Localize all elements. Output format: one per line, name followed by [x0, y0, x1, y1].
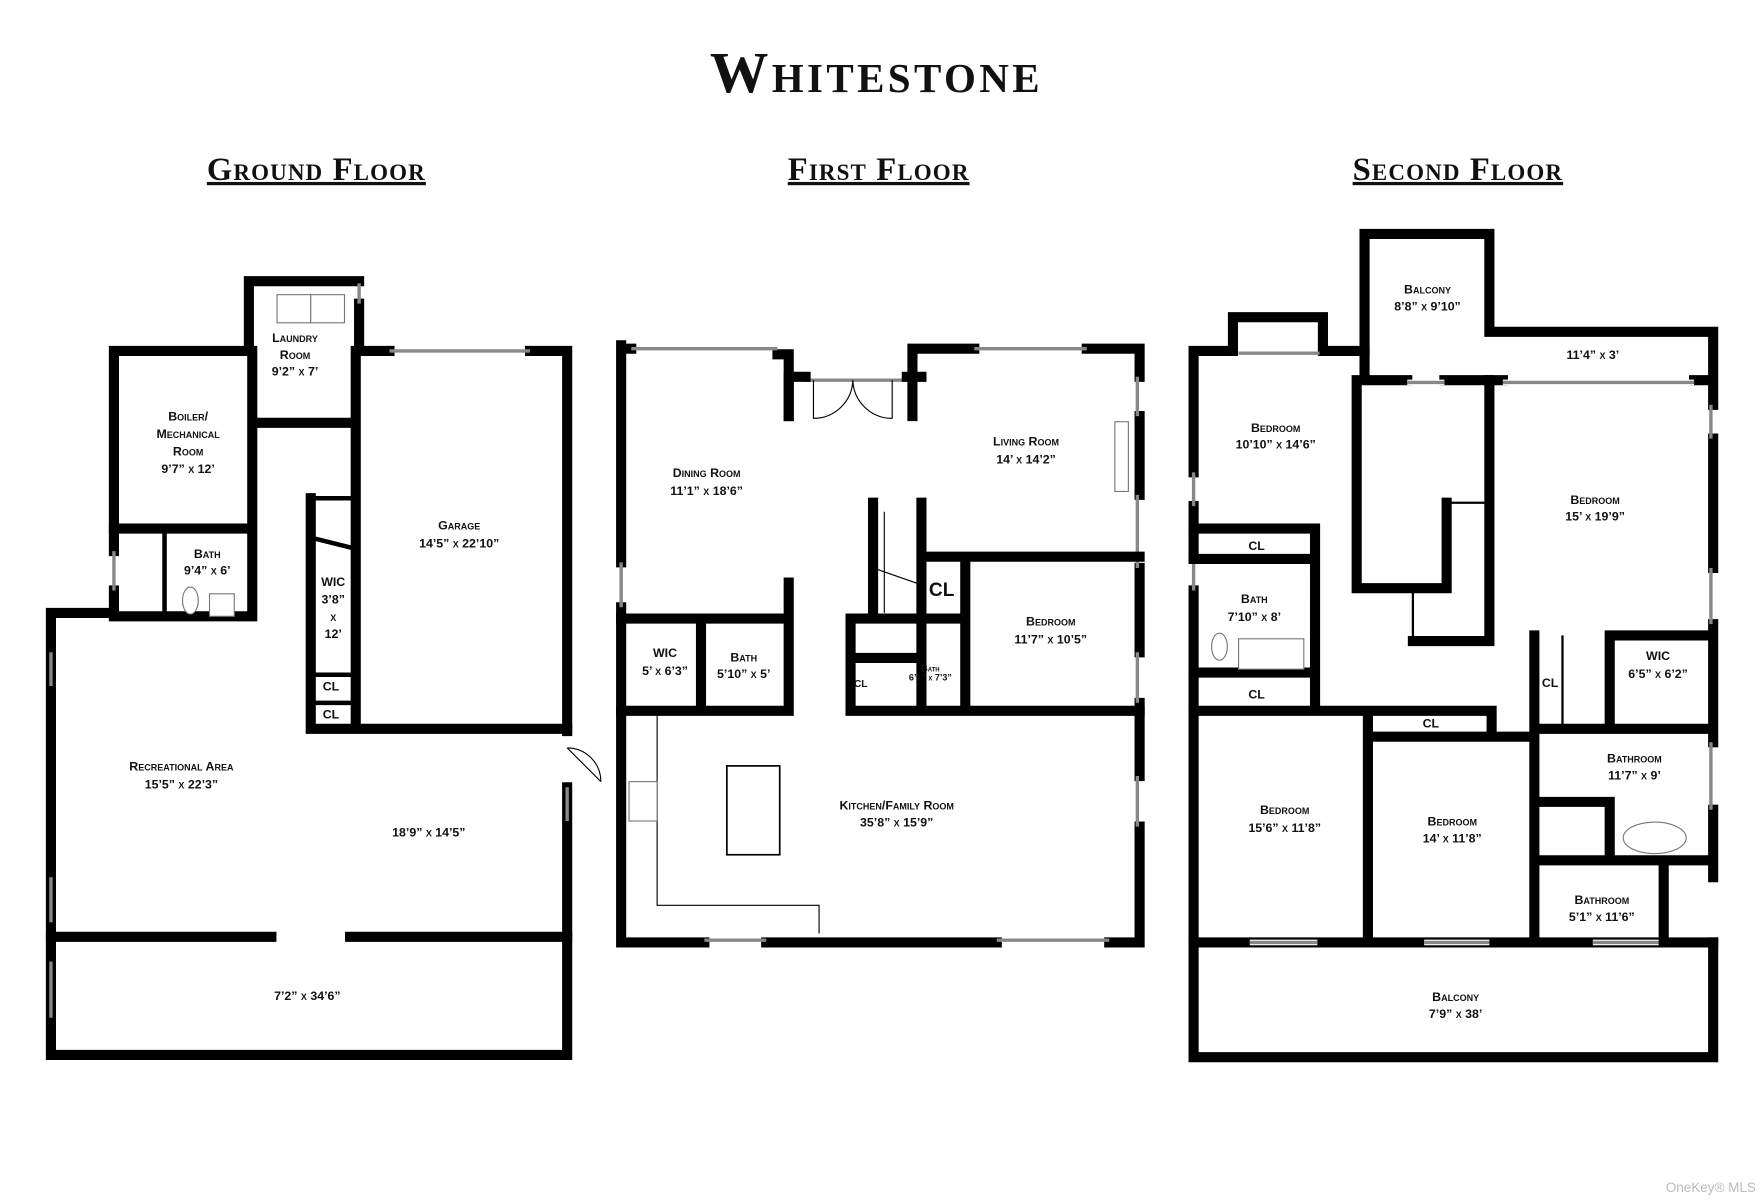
room-label: 3’8”	[322, 592, 345, 606]
room-label: 7’2” x 34’6”	[274, 989, 340, 1003]
room-dimensions: 15’6” x 11’8”	[1248, 821, 1321, 835]
second-floor-heading: Second Floor	[1353, 152, 1564, 188]
room-label: WIC	[1646, 649, 1670, 663]
room-dimensions: 35’8” x 15’9”	[860, 816, 933, 830]
room-label: Balcony	[1432, 990, 1479, 1004]
room-label: Bathroom	[1607, 752, 1662, 766]
room-dimensions: 12’	[325, 627, 342, 641]
room-label: Garage	[438, 519, 480, 533]
watermark: OneKey® MLS	[1666, 1180, 1756, 1195]
room-label: Bath	[921, 663, 939, 673]
room-dimensions: 7’10” x 8’	[1228, 610, 1281, 624]
room-label: CL	[1423, 717, 1440, 731]
room-dimensions: 6’1” x 7’3”	[909, 672, 952, 682]
room-label: Bath	[730, 650, 757, 664]
room-dimensions: 6’5” x 6’2”	[1628, 667, 1688, 681]
room-label: CL	[854, 679, 867, 690]
room-label: Boiler/	[168, 410, 208, 424]
room-label: WIC	[321, 575, 345, 589]
room-dimensions: 9’2” x 7’	[272, 365, 319, 379]
room-label: Room	[173, 444, 203, 458]
room-label: Bathroom	[1574, 893, 1629, 907]
room-dimensions: 11’7” x 10’5”	[1014, 632, 1087, 646]
room-label: Bedroom	[1428, 814, 1477, 828]
room-dimensions: 5’ x 6’3”	[642, 664, 688, 678]
room-label: Room	[280, 348, 310, 362]
room-label: CL	[929, 580, 955, 601]
room-dimensions: 8’8” x 9’10”	[1394, 299, 1460, 313]
room-dimensions: 15’ x 19’9”	[1565, 510, 1625, 524]
room-label: CL	[1542, 676, 1559, 690]
room-label: Bedroom	[1251, 421, 1300, 435]
room-label: WIC	[653, 646, 677, 660]
room-label: CL	[323, 680, 340, 694]
room-dimensions: 11’7” x 9’	[1608, 768, 1661, 782]
room-label: Recreational Area	[129, 759, 234, 773]
room-label: Bath	[194, 547, 221, 561]
room-dimensions: 5’1” x 11’6”	[1569, 910, 1635, 924]
room-dimensions: 10’10” x 14’6”	[1236, 438, 1316, 452]
room-dimensions: 15’5” x 22’3”	[145, 777, 218, 791]
ground-floor-plan	[45, 276, 602, 1060]
room-label: Bath	[1241, 592, 1268, 606]
second-floor-plan	[1188, 228, 1719, 1063]
room-dimensions: 9’7” x 12’	[161, 462, 214, 476]
room-label: 11’4” x 3’	[1566, 348, 1619, 362]
room-dimensions: 11’1” x 18’6”	[670, 484, 743, 498]
room-label: Mechanical	[157, 427, 221, 441]
first-floor-plan	[616, 340, 1145, 948]
room-label: Bedroom	[1260, 803, 1309, 817]
room-dimensions: 9’4” x 6’	[184, 564, 231, 578]
room-label: 18’9” x 14’5”	[392, 826, 465, 840]
room-label: Bedroom	[1570, 493, 1619, 507]
room-label: Living Room	[993, 434, 1059, 448]
room-label: Dining Room	[673, 466, 741, 480]
room-dimensions: 14’ x 14’2”	[996, 452, 1056, 466]
room-dimensions: 14’ x 11’8”	[1423, 831, 1482, 845]
room-label: CL	[323, 708, 340, 722]
room-dimensions: 5’10” x 5’	[717, 667, 770, 681]
room-label: Laundry	[272, 331, 318, 345]
room-dimensions: 14’5” x 22’10”	[419, 537, 499, 551]
room-label: Kitchen/Family Room	[839, 799, 953, 813]
first-floor-heading: First Floor	[788, 152, 970, 188]
room-label: CL	[1248, 539, 1265, 553]
ground-floor-heading: Ground Floor	[207, 152, 426, 188]
room-label: Bedroom	[1026, 614, 1075, 628]
room-label: x	[330, 610, 336, 624]
room-label: CL	[1248, 687, 1265, 701]
room-dimensions: 7’9” x 38’	[1429, 1007, 1482, 1021]
room-label: Balcony	[1404, 283, 1451, 297]
plan-title: Whitestone	[710, 40, 1043, 105]
